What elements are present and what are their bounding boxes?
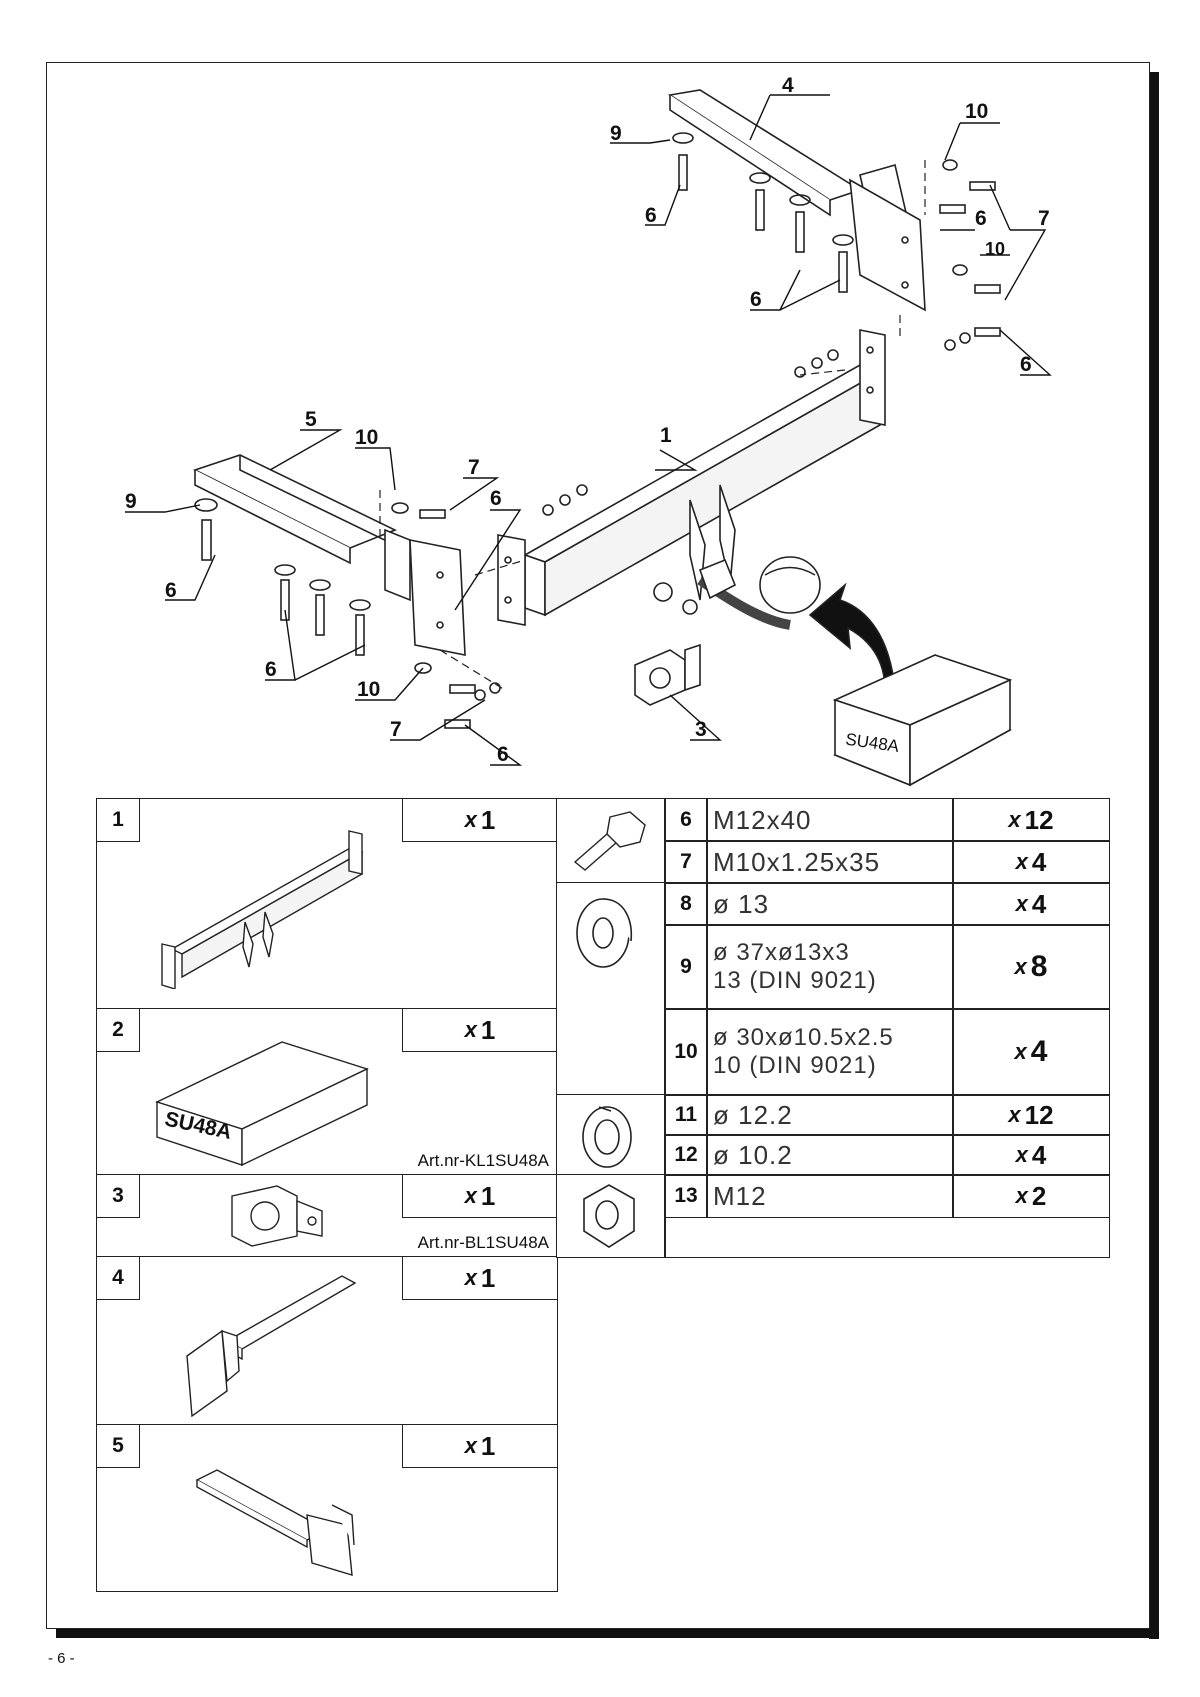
- side-bracket-4-thumbnail: [186, 1275, 357, 1418]
- callout-6: 6: [1020, 353, 1032, 376]
- callout-6: 6: [490, 487, 502, 510]
- hw-number: 11: [664, 1094, 708, 1136]
- hw-spec: ø 30xø10.5x2.5 10 (DIN 9021): [706, 1008, 954, 1096]
- side-bracket-part-5: [192, 454, 466, 656]
- hw-spec: M10x1.25x35: [706, 840, 954, 884]
- callout-10: 10: [985, 239, 1005, 259]
- fastener-stacks: [194, 132, 1001, 729]
- hw-table-footer: [664, 1216, 1110, 1258]
- hw-number: 8: [664, 882, 708, 926]
- callout-6: 6: [165, 579, 177, 602]
- callout-10: 10: [355, 426, 378, 449]
- hw-spec-line: 13 (DIN 9021): [713, 967, 877, 994]
- callout-10: 10: [965, 100, 988, 123]
- hw-spec-line: ø 37xø13x3: [713, 939, 850, 966]
- hw-number: 9: [664, 924, 708, 1010]
- callout-9: 9: [610, 122, 622, 145]
- hw-spec: M12: [706, 1174, 954, 1218]
- nut-icon: [583, 1184, 635, 1248]
- bolt-icon: [573, 811, 646, 871]
- spring-washer-icon: [582, 1106, 632, 1168]
- spring-washer-image-cell: [556, 1094, 666, 1176]
- callout-6: 6: [497, 743, 509, 766]
- hw-spec: ø 13: [706, 882, 954, 926]
- hw-spec-line: ø 30xø10.5x2.5: [713, 1024, 894, 1051]
- callout-6: 6: [975, 207, 987, 230]
- alignment-lines: [379, 160, 926, 691]
- washer-image-cell: [556, 882, 666, 1096]
- callout-7: 7: [1038, 207, 1050, 230]
- part-number: 3: [97, 1175, 140, 1218]
- hw-spec: ø 10.2: [706, 1134, 954, 1176]
- leader-lines: [125, 94, 1052, 766]
- callout-6: 6: [265, 658, 277, 681]
- hw-number: 10: [664, 1008, 708, 1096]
- callout-1: 1: [660, 424, 672, 447]
- callout-10: 10: [357, 678, 380, 701]
- socket-bracket-part-3: [634, 643, 701, 706]
- su48a-box: SU48A: [832, 654, 1013, 787]
- callout-6: 6: [750, 288, 762, 311]
- hw-spec: ø 12.2: [706, 1094, 954, 1136]
- crossbar-part-1: [497, 329, 886, 630]
- part-number: 5: [97, 1425, 140, 1468]
- side-bracket-part-4: [667, 89, 926, 312]
- part-number: 1: [97, 799, 140, 842]
- hw-number: 6: [664, 798, 708, 842]
- frame-shadow: [1149, 72, 1159, 1639]
- callout-labels: 4 10 9 6 6 7 10 6 6 5 10 7 9 6 1 6 6 10 …: [125, 74, 1050, 766]
- part-number: 4: [97, 1257, 140, 1300]
- article-number: Art.nr-BL1SU48A: [417, 1233, 549, 1252]
- part-number: 2: [97, 1009, 140, 1052]
- hw-number: 12: [664, 1134, 708, 1176]
- callout-7: 7: [468, 456, 480, 479]
- bolt-image-cell: [556, 798, 666, 884]
- crossbar-thumbnail: [161, 830, 364, 989]
- callout-9: 9: [125, 490, 137, 513]
- socket-bracket-thumbnail: [231, 1185, 323, 1247]
- callout-5: 5: [305, 408, 317, 431]
- callout-4: 4: [782, 74, 794, 97]
- frame-shadow: [56, 1628, 1159, 1638]
- callout-3: 3: [695, 718, 707, 741]
- nut-image-cell: [556, 1174, 666, 1258]
- callout-7: 7: [390, 718, 402, 741]
- article-number: Art.nr-KL1SU48A: [417, 1151, 549, 1170]
- side-bracket-5-thumbnail: [195, 1469, 355, 1576]
- box-thumbnail: SU48A: [155, 1041, 369, 1167]
- hw-spec-line: 10 (DIN 9021): [713, 1052, 877, 1079]
- hw-spec: ø 37xø13x3 13 (DIN 9021): [706, 924, 954, 1010]
- hw-number: 13: [664, 1174, 708, 1218]
- callout-6: 6: [645, 204, 657, 227]
- hw-spec: M12x40: [706, 798, 954, 842]
- hw-number: 7: [664, 840, 708, 884]
- exploded-assembly-diagram: SU48A: [125, 74, 1052, 787]
- washer-icon: [576, 898, 633, 968]
- page-number: - 6 -: [48, 1650, 75, 1667]
